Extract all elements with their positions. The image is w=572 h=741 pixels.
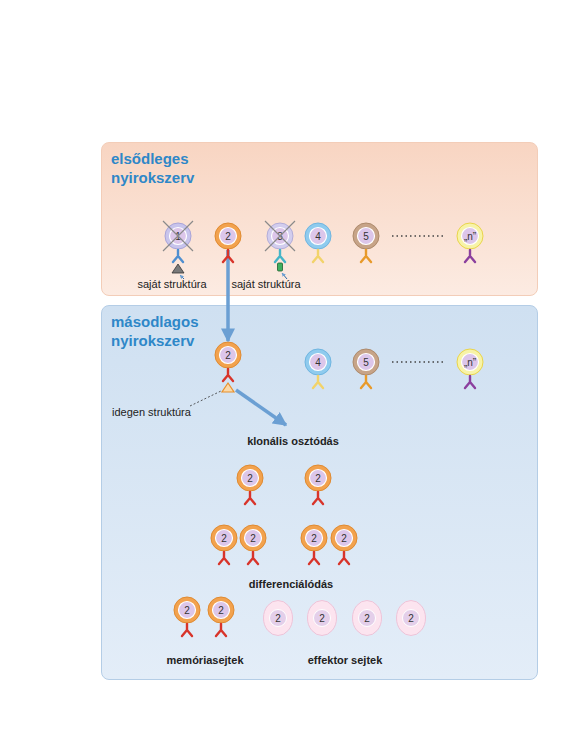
organ-band: elsődleges nyirokszerv 12345 „n” <box>101 142 538 296</box>
clone-number: 5 <box>352 348 380 376</box>
clone-number: 4 <box>304 348 332 376</box>
lymphocyte-cell: „n” <box>456 348 484 376</box>
lymphocyte-cell: 4 <box>304 222 332 250</box>
clone-number: 2 <box>352 600 382 636</box>
cell-body <box>457 223 483 249</box>
clone-number: 2 <box>207 596 235 624</box>
cell-body <box>305 349 331 375</box>
lymphocyte-cell: 2 <box>330 524 358 552</box>
cell-body <box>397 601 426 636</box>
lymphocyte-cell: 4 <box>304 348 332 376</box>
clone-number: 1 <box>164 222 192 250</box>
clone-number: 2 <box>307 600 337 636</box>
clone-number: 3 <box>266 222 294 250</box>
cell-body <box>267 223 293 249</box>
stage-label: differenciálódás <box>211 577 371 591</box>
cell-body <box>331 525 357 551</box>
cell-body <box>237 465 263 491</box>
clone-number: 2 <box>396 600 426 636</box>
cell-body <box>353 601 382 636</box>
annotation-label: saját struktúra <box>92 277 252 291</box>
clone-number: 2 <box>214 222 242 250</box>
lymphocyte-cell: 1 <box>164 222 192 250</box>
cell-body <box>264 601 293 636</box>
lymphocyte-cell: 5 <box>352 348 380 376</box>
lymphocyte-cell: 2 <box>173 596 201 624</box>
stage-label: memóriasejtek <box>125 653 285 667</box>
lymphocyte-cell: 5 <box>352 222 380 250</box>
organ-heading: másodlagos nyirokszerv <box>111 312 211 350</box>
effector-cell: 2 <box>307 600 337 636</box>
clone-number: 2 <box>236 464 264 492</box>
lymphocyte-cell: 2 <box>210 524 238 552</box>
cell-body <box>308 601 337 636</box>
lymphocyte-cell: „n” <box>456 222 484 250</box>
clone-number: 2 <box>300 524 328 552</box>
cell-body <box>301 525 327 551</box>
cell-body <box>353 223 379 249</box>
cell-body <box>215 342 241 368</box>
cell-body <box>305 223 331 249</box>
effector-cell: 2 <box>396 600 426 636</box>
lymphocyte-cell: 2 <box>214 222 242 250</box>
cell-body <box>211 525 237 551</box>
clone-number: „n” <box>456 222 484 250</box>
clone-number: 2 <box>330 524 358 552</box>
clone-number: 2 <box>304 464 332 492</box>
lymphocyte-cell: 2 <box>300 524 328 552</box>
stage-label: effektor sejtek <box>265 653 425 667</box>
cell-body <box>353 349 379 375</box>
cell-body <box>208 597 234 623</box>
organ-band: másodlagos nyirokszerv245„n”222222222222 <box>101 305 538 680</box>
cell-body <box>174 597 200 623</box>
lymphocyte-cell: 3 <box>266 222 294 250</box>
clone-number: 2 <box>173 596 201 624</box>
lymphocyte-cell: 2 <box>207 596 235 624</box>
annotation-label: saját struktúra <box>186 277 346 291</box>
lymphocyte-cell: 2 <box>214 341 242 369</box>
annotation-label: idegen struktúra <box>112 405 191 419</box>
clone-number: 2 <box>263 600 293 636</box>
clone-number: 2 <box>214 341 242 369</box>
clone-number: 2 <box>239 524 267 552</box>
organ-heading: elsődleges nyirokszerv <box>111 149 211 187</box>
cell-body <box>240 525 266 551</box>
effector-cell: 2 <box>352 600 382 636</box>
clone-number: „n” <box>456 348 484 376</box>
stage-label: klonális osztódás <box>213 434 373 448</box>
cell-body <box>305 465 331 491</box>
cell-body <box>165 223 191 249</box>
cell-body <box>457 349 483 375</box>
lymphocyte-cell: 2 <box>239 524 267 552</box>
clone-number: 5 <box>352 222 380 250</box>
cell-body <box>215 223 241 249</box>
clone-number: 2 <box>210 524 238 552</box>
lymphocyte-cell: 2 <box>304 464 332 492</box>
lymphocyte-cell: 2 <box>236 464 264 492</box>
effector-cell: 2 <box>263 600 293 636</box>
clone-number: 4 <box>304 222 332 250</box>
